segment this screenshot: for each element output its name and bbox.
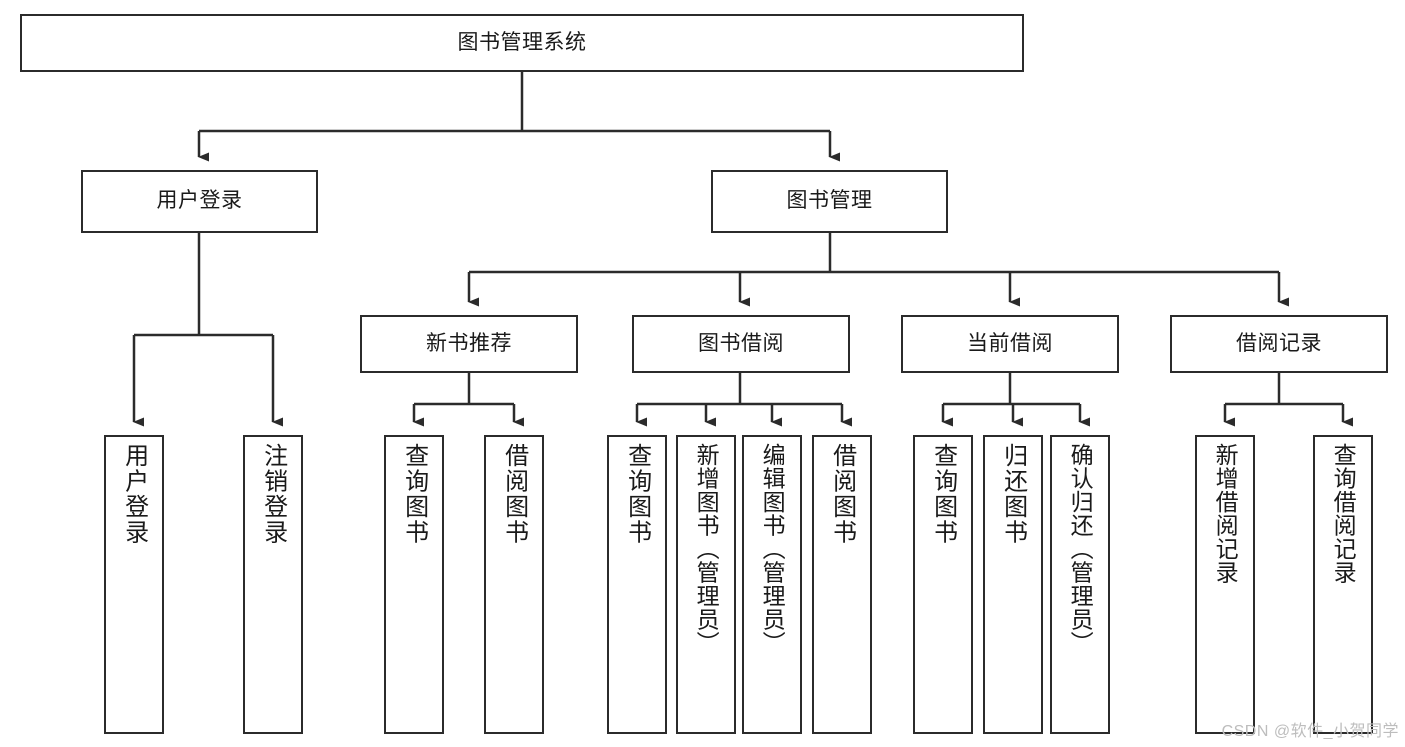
leaf-borrow-book-2-label: 借阅图书 bbox=[828, 443, 856, 545]
leaf-return-book-label: 归还图书 bbox=[999, 443, 1027, 545]
leaf-query-borrow-record[interactable]: 查询借阅记录 bbox=[1313, 435, 1373, 734]
node-book-manage-label: 图书管理 bbox=[786, 189, 873, 213]
leaf-add-book-admin-label: 新增图书（管理员） bbox=[693, 443, 720, 655]
leaf-query-book-1[interactable]: 查询图书 bbox=[384, 435, 444, 734]
leaf-logout-login-label: 注销登录 bbox=[259, 443, 287, 545]
watermark: CSDN @软件_小贺同学 bbox=[1221, 723, 1399, 740]
leaf-logout-login[interactable]: 注销登录 bbox=[243, 435, 303, 734]
node-new-book-recommend[interactable]: 新书推荐 bbox=[360, 315, 578, 373]
node-current-borrow-label: 当前借阅 bbox=[967, 331, 1053, 355]
node-user-login-label: 用户登录 bbox=[156, 189, 243, 213]
node-book-manage[interactable]: 图书管理 bbox=[711, 170, 948, 233]
node-book-borrow-label: 图书借阅 bbox=[698, 331, 784, 355]
leaf-borrow-book-1-label: 借阅图书 bbox=[500, 443, 528, 545]
node-borrow-record[interactable]: 借阅记录 bbox=[1170, 315, 1388, 373]
leaf-user-login[interactable]: 用户登录 bbox=[104, 435, 164, 734]
leaf-add-book-admin[interactable]: 新增图书（管理员） bbox=[676, 435, 736, 734]
leaf-return-book[interactable]: 归还图书 bbox=[983, 435, 1043, 734]
leaf-query-book-2[interactable]: 查询图书 bbox=[607, 435, 667, 734]
leaf-add-borrow-record-label: 新增借阅记录 bbox=[1212, 443, 1239, 584]
leaf-confirm-return-admin-label: 确认归还（管理员） bbox=[1067, 443, 1094, 655]
leaf-confirm-return-admin[interactable]: 确认归还（管理员） bbox=[1050, 435, 1110, 734]
leaf-edit-book-admin[interactable]: 编辑图书（管理员） bbox=[742, 435, 802, 734]
leaf-add-borrow-record[interactable]: 新增借阅记录 bbox=[1195, 435, 1255, 734]
leaf-borrow-book-1[interactable]: 借阅图书 bbox=[484, 435, 544, 734]
node-root[interactable]: 图书管理系统 bbox=[20, 14, 1024, 72]
leaf-query-book-2-label: 查询图书 bbox=[623, 443, 651, 545]
leaf-edit-book-admin-label: 编辑图书（管理员） bbox=[759, 443, 786, 655]
node-book-borrow[interactable]: 图书借阅 bbox=[632, 315, 850, 373]
leaf-query-book-3[interactable]: 查询图书 bbox=[913, 435, 973, 734]
node-user-login[interactable]: 用户登录 bbox=[81, 170, 318, 233]
leaf-borrow-book-2[interactable]: 借阅图书 bbox=[812, 435, 872, 734]
leaf-query-book-3-label: 查询图书 bbox=[929, 443, 957, 545]
leaf-query-book-1-label: 查询图书 bbox=[400, 443, 428, 545]
leaf-user-login-label: 用户登录 bbox=[120, 443, 148, 545]
leaf-query-borrow-record-label: 查询借阅记录 bbox=[1330, 443, 1357, 584]
node-root-label: 图书管理系统 bbox=[457, 30, 587, 54]
node-new-book-recommend-label: 新书推荐 bbox=[426, 331, 512, 355]
node-borrow-record-label: 借阅记录 bbox=[1236, 331, 1322, 355]
node-current-borrow[interactable]: 当前借阅 bbox=[901, 315, 1119, 373]
